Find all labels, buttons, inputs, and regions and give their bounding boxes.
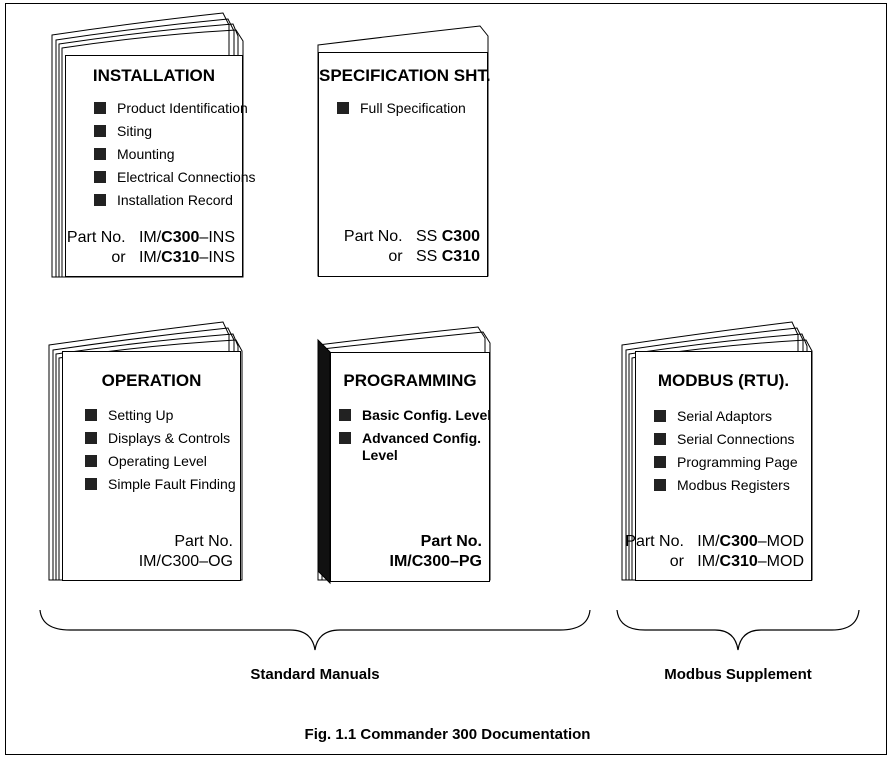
bullet-icon (94, 125, 106, 137)
list-item: Basic Config. Level (311, 407, 491, 424)
list-item: Full Specification (309, 100, 487, 117)
list-item: Simple Fault Finding (57, 476, 240, 493)
bullet-icon (339, 432, 351, 444)
bullet-icon (337, 102, 349, 114)
bullet-icon (94, 148, 106, 160)
list-item: Setting Up (57, 407, 240, 424)
list-item: Operating Level (57, 453, 240, 470)
modbus-supplement-label: Modbus Supplement (664, 666, 812, 683)
list-item: Advanced Config. (311, 430, 489, 447)
bullet-icon (94, 102, 106, 114)
bullet-icon (339, 409, 351, 421)
operation-contents: Setting Up Displays & Controls Operating… (57, 407, 240, 499)
bullet-icon (94, 194, 106, 206)
installation-part-number: Part No. IM/C300–INS or IM/C310–INS (66, 229, 235, 266)
modbus-part-number: Part No. IM/C300–MOD or IM/C310–MOD (625, 533, 804, 570)
bullet-icon (654, 479, 666, 491)
modbus-contents: Serial Adaptors Serial Connections Progr… (626, 408, 811, 500)
brace-standard (39, 609, 591, 651)
installation-contents: Product Identification Siting Mounting E… (66, 100, 256, 215)
bullet-icon (85, 455, 97, 467)
bullet-icon (654, 456, 666, 468)
list-item: Electrical Connections (66, 169, 256, 186)
programming-title: PROGRAMMING (343, 371, 477, 390)
modbus-title: MODBUS (RTU). (657, 371, 790, 390)
list-item: Serial Adaptors (626, 408, 811, 425)
bullet-icon (85, 409, 97, 421)
list-item: Programming Page (626, 454, 811, 471)
list-item: Modbus Registers (626, 477, 811, 494)
list-item-continuation: Level (362, 447, 398, 463)
bullet-icon (94, 171, 106, 183)
installation-title: INSTALLATION (92, 66, 216, 85)
specification-part-number: Part No. SS C300 or SS C310 (343, 228, 480, 265)
specification-title: SPECIFICATION SHT. (319, 66, 491, 85)
programming-manual: PROGRAMMING Basic Config. Level Advanced… (330, 352, 491, 582)
list-item: Product Identification (66, 100, 248, 117)
installation-manual: INSTALLATION Product Identification Siti… (65, 55, 256, 277)
list-item: Displays & Controls (57, 430, 240, 447)
list-item: Mounting (66, 146, 242, 163)
list-item: Siting (66, 123, 242, 140)
programming-contents: Basic Config. Level Advanced Config. Lev… (311, 407, 491, 470)
standard-manuals-label: Standard Manuals (250, 666, 380, 683)
bullet-icon (654, 433, 666, 445)
brace-modbus (616, 609, 860, 651)
operation-title: OPERATION (101, 371, 202, 390)
bullet-icon (85, 432, 97, 444)
list-item: Installation Record (66, 192, 242, 209)
programming-part-number: Part No. IM/C300–PG (389, 533, 482, 570)
list-item: Serial Connections (626, 431, 811, 448)
modbus-manual: MODBUS (RTU). Serial Adaptors Serial Con… (625, 351, 812, 581)
bullet-icon (654, 410, 666, 422)
specification-sheet: SPECIFICATION SHT. Full Specification Pa… (318, 52, 491, 277)
operation-part-number: Part No. IM/C300–OG (138, 533, 233, 570)
bullet-icon (85, 478, 97, 490)
figure-caption: Fig. 1.1 Commander 300 Documentation (304, 726, 591, 743)
operation-manual: OPERATION Setting Up Displays & Controls… (62, 351, 241, 581)
specification-contents: Full Specification (309, 100, 487, 123)
